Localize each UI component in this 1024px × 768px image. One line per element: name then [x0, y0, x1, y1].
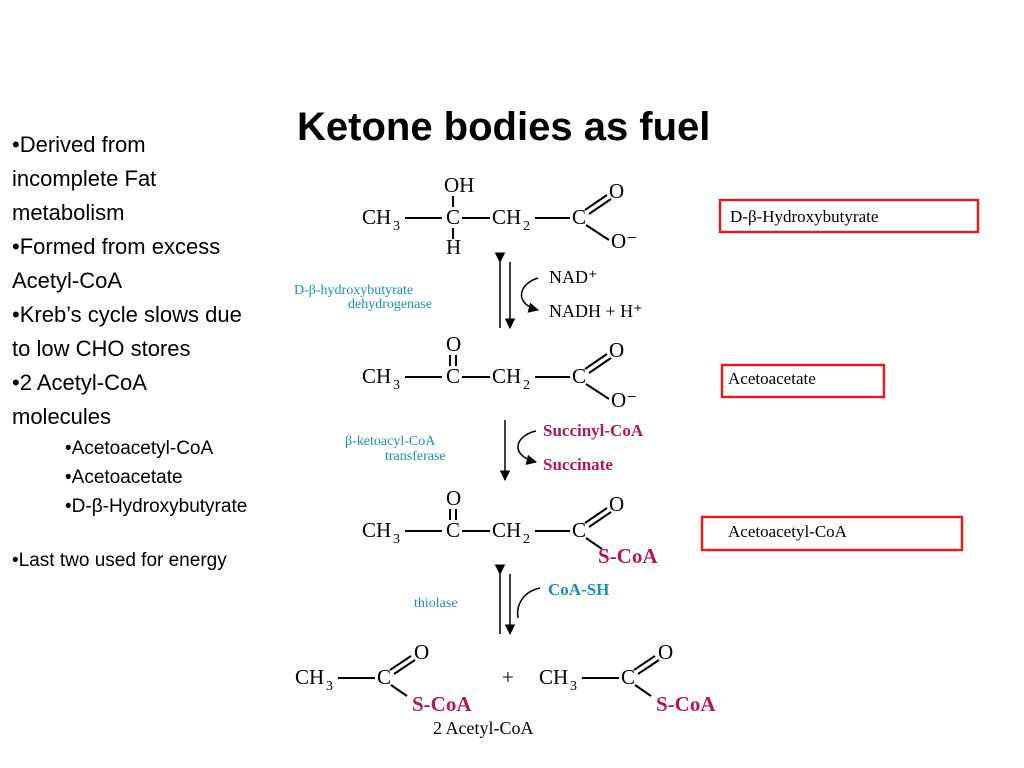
atom-o: O — [658, 640, 673, 664]
sub-bullet-hydroxybutyrate: •D-β-Hydroxybutyrate — [65, 496, 248, 517]
bullet-last-two: •Last two used for energy — [12, 550, 227, 571]
enzyme-thiolase: thiolase — [414, 596, 458, 611]
bond — [585, 383, 610, 400]
subscript: 3 — [393, 532, 400, 547]
subscript: 2 — [523, 532, 530, 547]
label-acetoacetate: Acetoacetate — [728, 369, 816, 388]
cofactor-nadh: NADH + H⁺ — [549, 301, 643, 321]
atom-o: O — [609, 492, 624, 516]
bullet-formed-line2: Acetyl-CoA — [12, 268, 123, 293]
molecule-acetyl-coa-products: CH 3 C O S-CoA + CH 3 C O S-CoA — [295, 640, 716, 716]
enzyme-transferase: β-ketoacyl-CoA — [345, 434, 436, 449]
diagram-title: Ketone bodies as fuel — [297, 105, 710, 149]
reaction-step-3: thiolase CoA-SH — [414, 564, 609, 636]
bond — [390, 684, 408, 697]
cofactor-arrow — [520, 277, 540, 313]
reaction-step-1: D-β-hydroxybutyrate dehydrogenase NAD⁺ N… — [294, 252, 643, 330]
bond — [588, 357, 612, 374]
label-box-acetoacetyl-coa — [700, 515, 964, 552]
atom-o-minus: O⁻ — [611, 388, 637, 412]
cofactor-arrow — [517, 430, 538, 465]
subscript: 3 — [393, 219, 400, 234]
label-acetoacetyl-coa: Acetoacetyl-CoA — [728, 522, 848, 541]
atom-o-minus: O⁻ — [611, 229, 637, 253]
atom-o: O — [414, 640, 429, 664]
label-hydroxybutyrate: D-β-Hydroxybutyrate — [730, 207, 878, 226]
bullet-krebs: •Kreb’s cycle slows due — [12, 302, 242, 327]
atom-c: C — [572, 518, 586, 542]
group-s-coa: S-CoA — [412, 692, 472, 716]
atom-c: C — [621, 665, 635, 689]
bond — [585, 224, 610, 241]
label-box-hydroxybutyrate — [718, 198, 980, 234]
atom-o: O — [609, 179, 624, 203]
enzyme-transferase-line2: transferase — [385, 449, 446, 464]
bullet-derived-line2: incomplete Fat — [12, 166, 157, 191]
molecule-acetoacetyl-coa: O CH 3 C CH 2 C O S-CoA — [362, 486, 658, 568]
bond — [633, 655, 656, 671]
enzyme-hbdh-line2: dehydrogenase — [348, 297, 432, 312]
atom-o: O — [446, 332, 461, 356]
subscript: 3 — [570, 679, 577, 694]
atom-oh: OH — [444, 173, 474, 197]
atom-c: C — [572, 205, 586, 229]
bullet-two-acetyl-line2: molecules — [12, 404, 112, 429]
atom-ch: CH — [362, 205, 391, 229]
atom-c: C — [446, 205, 460, 229]
group-s-coa: S-CoA — [598, 544, 658, 568]
bond — [634, 684, 652, 697]
atom-c: C — [572, 364, 586, 388]
atom-ch: CH — [362, 364, 391, 388]
label-box-acetoacetate — [720, 363, 886, 399]
subscript: 2 — [523, 219, 530, 234]
atom-o: O — [609, 338, 624, 362]
atom-ch: CH — [492, 364, 521, 388]
bullet-formed: •Formed from excess — [12, 234, 221, 259]
cofactor-coa-sh: CoA-SH — [548, 580, 609, 599]
cofactor-succinyl-coa: Succinyl-CoA — [543, 421, 644, 440]
group-s-coa: S-CoA — [656, 692, 716, 716]
cofactor-arrow — [516, 587, 541, 619]
bullet-two-acetyl: •2 Acetyl-CoA — [12, 370, 147, 395]
atom-h: H — [446, 235, 461, 259]
bullet-list: •Derived from incomplete Fat metabolism … — [12, 128, 312, 576]
atom-c: C — [377, 665, 391, 689]
subscript: 3 — [393, 378, 400, 393]
bond — [588, 511, 612, 528]
bond — [584, 353, 608, 370]
cofactor-succinate: Succinate — [543, 455, 613, 474]
plus-sign: + — [502, 665, 514, 689]
sub-bullet-acetoacetyl-coa: •Acetoacetyl-CoA — [65, 438, 214, 459]
atom-ch: CH — [539, 665, 568, 689]
bond — [637, 659, 660, 675]
molecule-acetoacetate: O CH 3 C CH 2 C O O⁻ — [362, 332, 637, 412]
atom-c: C — [446, 518, 460, 542]
bullet-krebs-line2: to low CHO stores — [12, 336, 191, 361]
atom-ch: CH — [492, 518, 521, 542]
bond — [585, 537, 603, 550]
atom-ch: CH — [492, 205, 521, 229]
sub-bullet-acetoacetate: •Acetoacetate — [65, 467, 183, 488]
bond — [588, 198, 612, 215]
bond — [393, 659, 416, 675]
enzyme-hbdh: D-β-hydroxybutyrate — [294, 283, 413, 298]
atom-ch: CH — [295, 665, 324, 689]
atom-c: C — [446, 364, 460, 388]
cofactor-nad: NAD⁺ — [549, 267, 598, 287]
subscript: 2 — [523, 378, 530, 393]
atom-ch: CH — [362, 518, 391, 542]
bond — [584, 194, 608, 211]
bond — [584, 507, 608, 524]
bullet-derived-line3: metabolism — [12, 200, 125, 225]
subscript: 3 — [326, 679, 333, 694]
atom-o: O — [446, 486, 461, 510]
label-two-acetyl-coa: 2 Acetyl-CoA — [433, 718, 534, 738]
bond — [389, 655, 412, 671]
bullet-derived: •Derived from — [12, 132, 146, 157]
molecule-hydroxybutyrate: OH CH 3 C H CH 2 C O O⁻ — [362, 173, 637, 259]
reaction-step-2: β-ketoacyl-CoA transferase Succinyl-CoA … — [345, 420, 644, 482]
